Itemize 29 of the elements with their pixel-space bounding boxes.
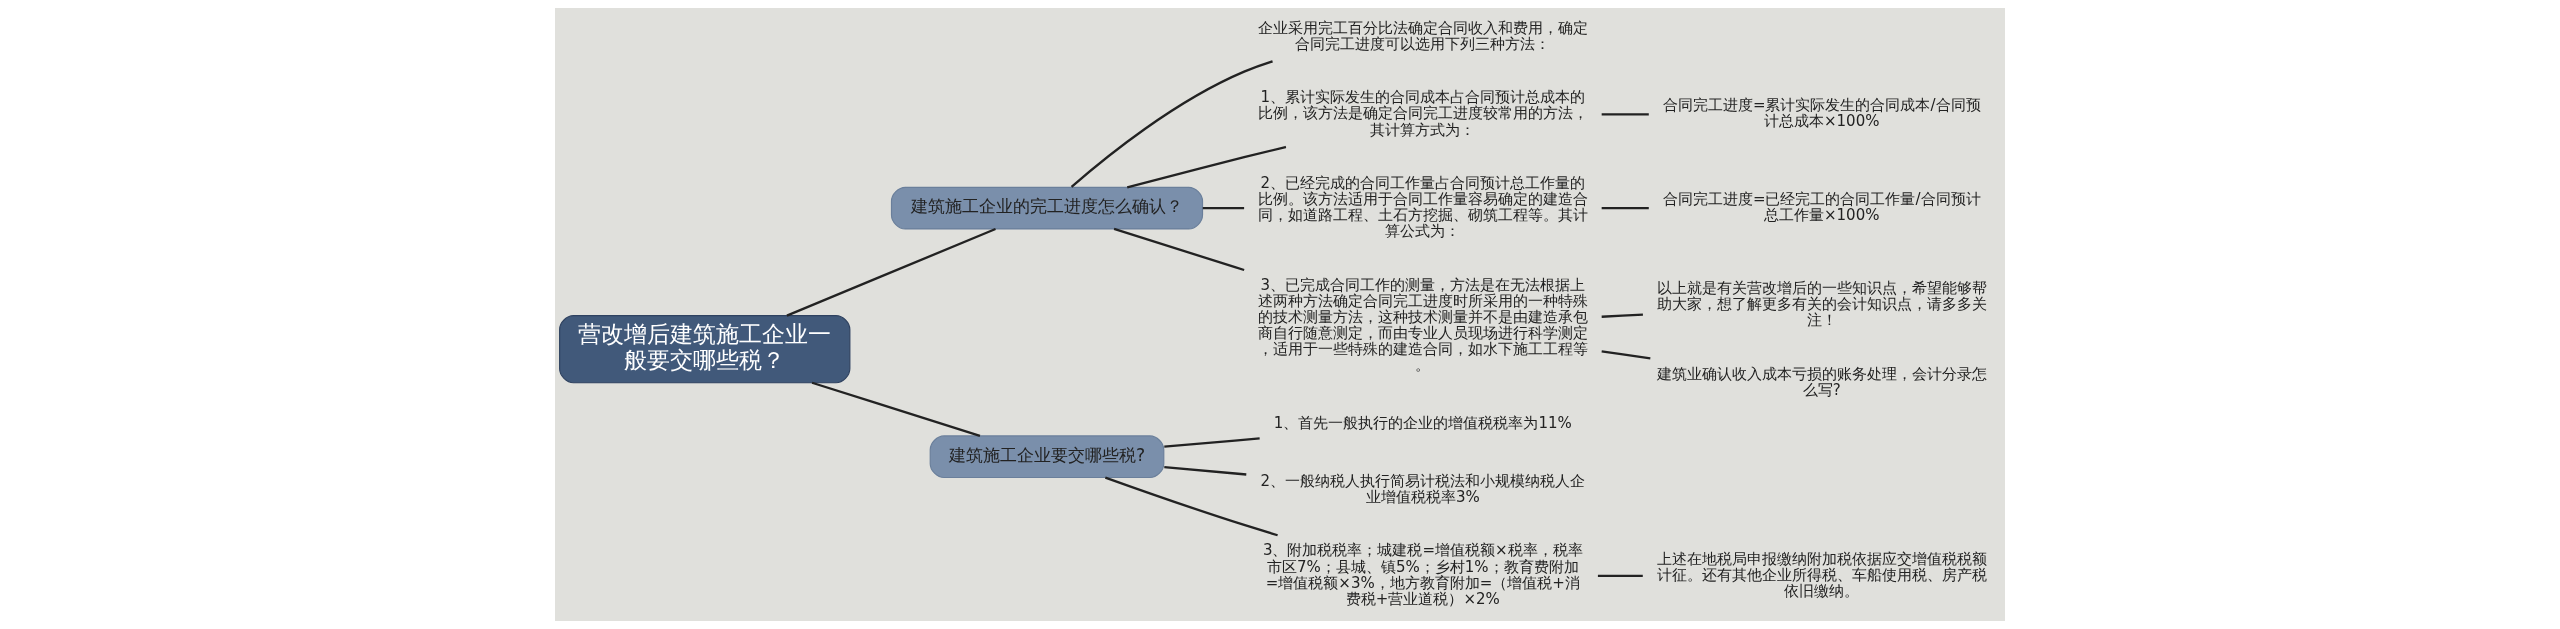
- node-box: 建筑施工企业的完工进度怎么确认？: [890, 186, 1204, 230]
- node-text: 合同完工进度=累计实际发生的合同成本/合同预计总成本×100%: [1662, 96, 1981, 131]
- node-text: 以上就是有关营改增后的一些知识点，希望能够帮助大家，想了解更多有关的会计知识点，请多多关注！: [1656, 278, 1987, 330]
- connector: [1597, 574, 1643, 577]
- node-box: 营改增后建筑施工企业一般要交哪些税？: [559, 315, 851, 384]
- node-text: 建筑业确认收入成本亏损的账务处理，会计分录怎么写?: [1656, 364, 1987, 399]
- node-text: 上述在地税局申报缴纳附加税依据应交增值税税额计征。还有其他企业所得税、车船使用税、房产税依旧缴纳。: [1656, 549, 1987, 600]
- connector: [1126, 145, 1287, 189]
- connector: [1601, 313, 1643, 318]
- connector: [786, 227, 996, 317]
- connector: [811, 381, 981, 437]
- connector: [1104, 476, 1278, 537]
- node-text: 企业采用完工百分比法确定合同收入和费用，确定合同完工进度可以选用下列三种方法：: [1257, 18, 1588, 54]
- connector: [1113, 227, 1245, 272]
- connector: [1601, 206, 1649, 210]
- node-text: 1、累计实际发生的合同成本占合同预计总成本的比例，该方法是确定合同完工进度较常用的方法，其计算方式为：: [1257, 88, 1588, 139]
- connector: [1070, 60, 1273, 188]
- node-text: 3、已完成合同工作的测量，方法是在无法根据上述两种方法确定合同完工进度时所采用的一种特殊的技术测量方法，这种技术测量并不是由建造承包商自行随意测定，而由专业人员现场进行科学测定，适用于一些特殊的建造合同，如水下施工工程等。: [1257, 275, 1588, 375]
- node-text: 3、附加税税率；城建税=增值税额×税率，税率市区7%；县城、镇5%；乡村1%；教育费附加=增值税额×3%，地方教育附加=（增值税+消费税+营业道税）×2%: [1262, 541, 1583, 609]
- node-text: 2、已经完成的合同工作量占合同预计总工作量的比例。该方法适用于合同工作量容易确定的建造合同，如道路工程、土石方挖掘、砌筑工程等。其计算公式为：: [1257, 173, 1588, 241]
- connector: [1601, 350, 1651, 360]
- node-text: 2、一般纳税人执行简易计税法和小规模纳税人企业增值税税率3%: [1260, 472, 1586, 507]
- connector: [1164, 466, 1247, 476]
- connector: [1164, 437, 1260, 448]
- node-text: 1、首先一般执行的企业的增值税税率为11%: [1273, 414, 1572, 433]
- node-text: 合同完工进度=已经完工的合同工作量/合同预计总工作量×100%: [1662, 189, 1981, 225]
- node-box: 建筑施工企业要交哪些税?: [929, 435, 1165, 479]
- connector: [1202, 206, 1245, 210]
- connector: [1601, 113, 1649, 116]
